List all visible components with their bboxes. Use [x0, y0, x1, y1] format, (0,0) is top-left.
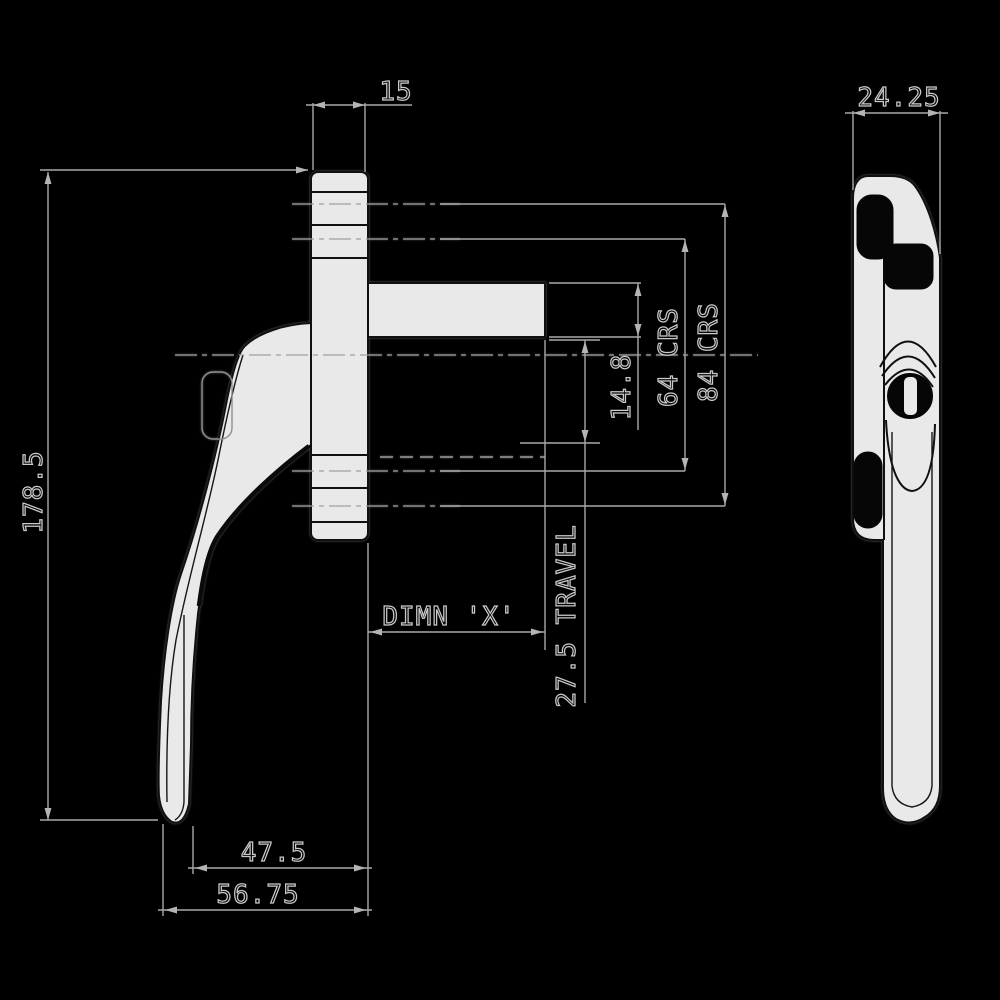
- dim-depth-label: 24.25: [857, 83, 940, 113]
- side-view-grip-inner-contour: [166, 354, 244, 803]
- dim-fixing-centres-inner: 64 CRS: [440, 238, 689, 472]
- side-view: [157, 171, 758, 824]
- dim-fixing-centres-outer-label: 84 CRS: [694, 302, 724, 402]
- front-view-nib-recess: [883, 243, 934, 290]
- front-view-grip-inner-contour: [891, 432, 933, 808]
- side-view-grip-sweep-edge: [196, 444, 311, 607]
- side-view-spindle: [367, 282, 546, 338]
- front-view: [852, 175, 941, 824]
- front-view-keyway: [904, 377, 917, 415]
- dim-depth: 24.25: [845, 82, 948, 254]
- dim-dimension-x-label: DIMN 'X': [382, 602, 515, 632]
- dim-overall-height: 178.5: [18, 166, 308, 821]
- side-view-grip-tail-crease: [174, 615, 185, 821]
- dim-spindle-height-label: 14.8: [607, 354, 637, 421]
- dim-spindle-height: 14.8: [549, 282, 642, 430]
- dim-overall-height-label: 178.5: [19, 450, 49, 533]
- dim-fixing-centres-outer: 84 CRS: [440, 203, 729, 507]
- front-view-shoulder-arc-3: [884, 368, 934, 388]
- side-view-backplate: [310, 171, 369, 541]
- front-view-shoulder-arc-1: [879, 340, 937, 368]
- dimensions: 15 178.5 24.25 14.8: [18, 76, 948, 916]
- dim-handle-offset-inner: 47.5: [188, 826, 372, 874]
- dim-travel: 27.5 TRAVEL: [520, 339, 600, 708]
- dim-travel-label: 27.5 TRAVEL: [552, 524, 582, 707]
- side-view-lock-housing-outline: [201, 371, 233, 440]
- dim-stem-width-label: 15: [379, 77, 412, 107]
- front-view-head-recess: [856, 194, 894, 260]
- front-view-body: [852, 175, 941, 824]
- dim-handle-offset-inner-label: 47.5: [241, 838, 308, 868]
- dim-stem-width: 15: [306, 76, 412, 172]
- dim-handle-offset-outer: 56.75: [158, 824, 372, 916]
- dim-fixing-centres-inner-label: 64 CRS: [654, 307, 684, 407]
- dim-handle-offset-outer-label: 56.75: [216, 880, 299, 910]
- front-view-screw-slot: [853, 451, 883, 529]
- dim-dimension-x: DIMN 'X': [367, 340, 546, 916]
- front-view-shoulder-arc-2: [881, 355, 936, 379]
